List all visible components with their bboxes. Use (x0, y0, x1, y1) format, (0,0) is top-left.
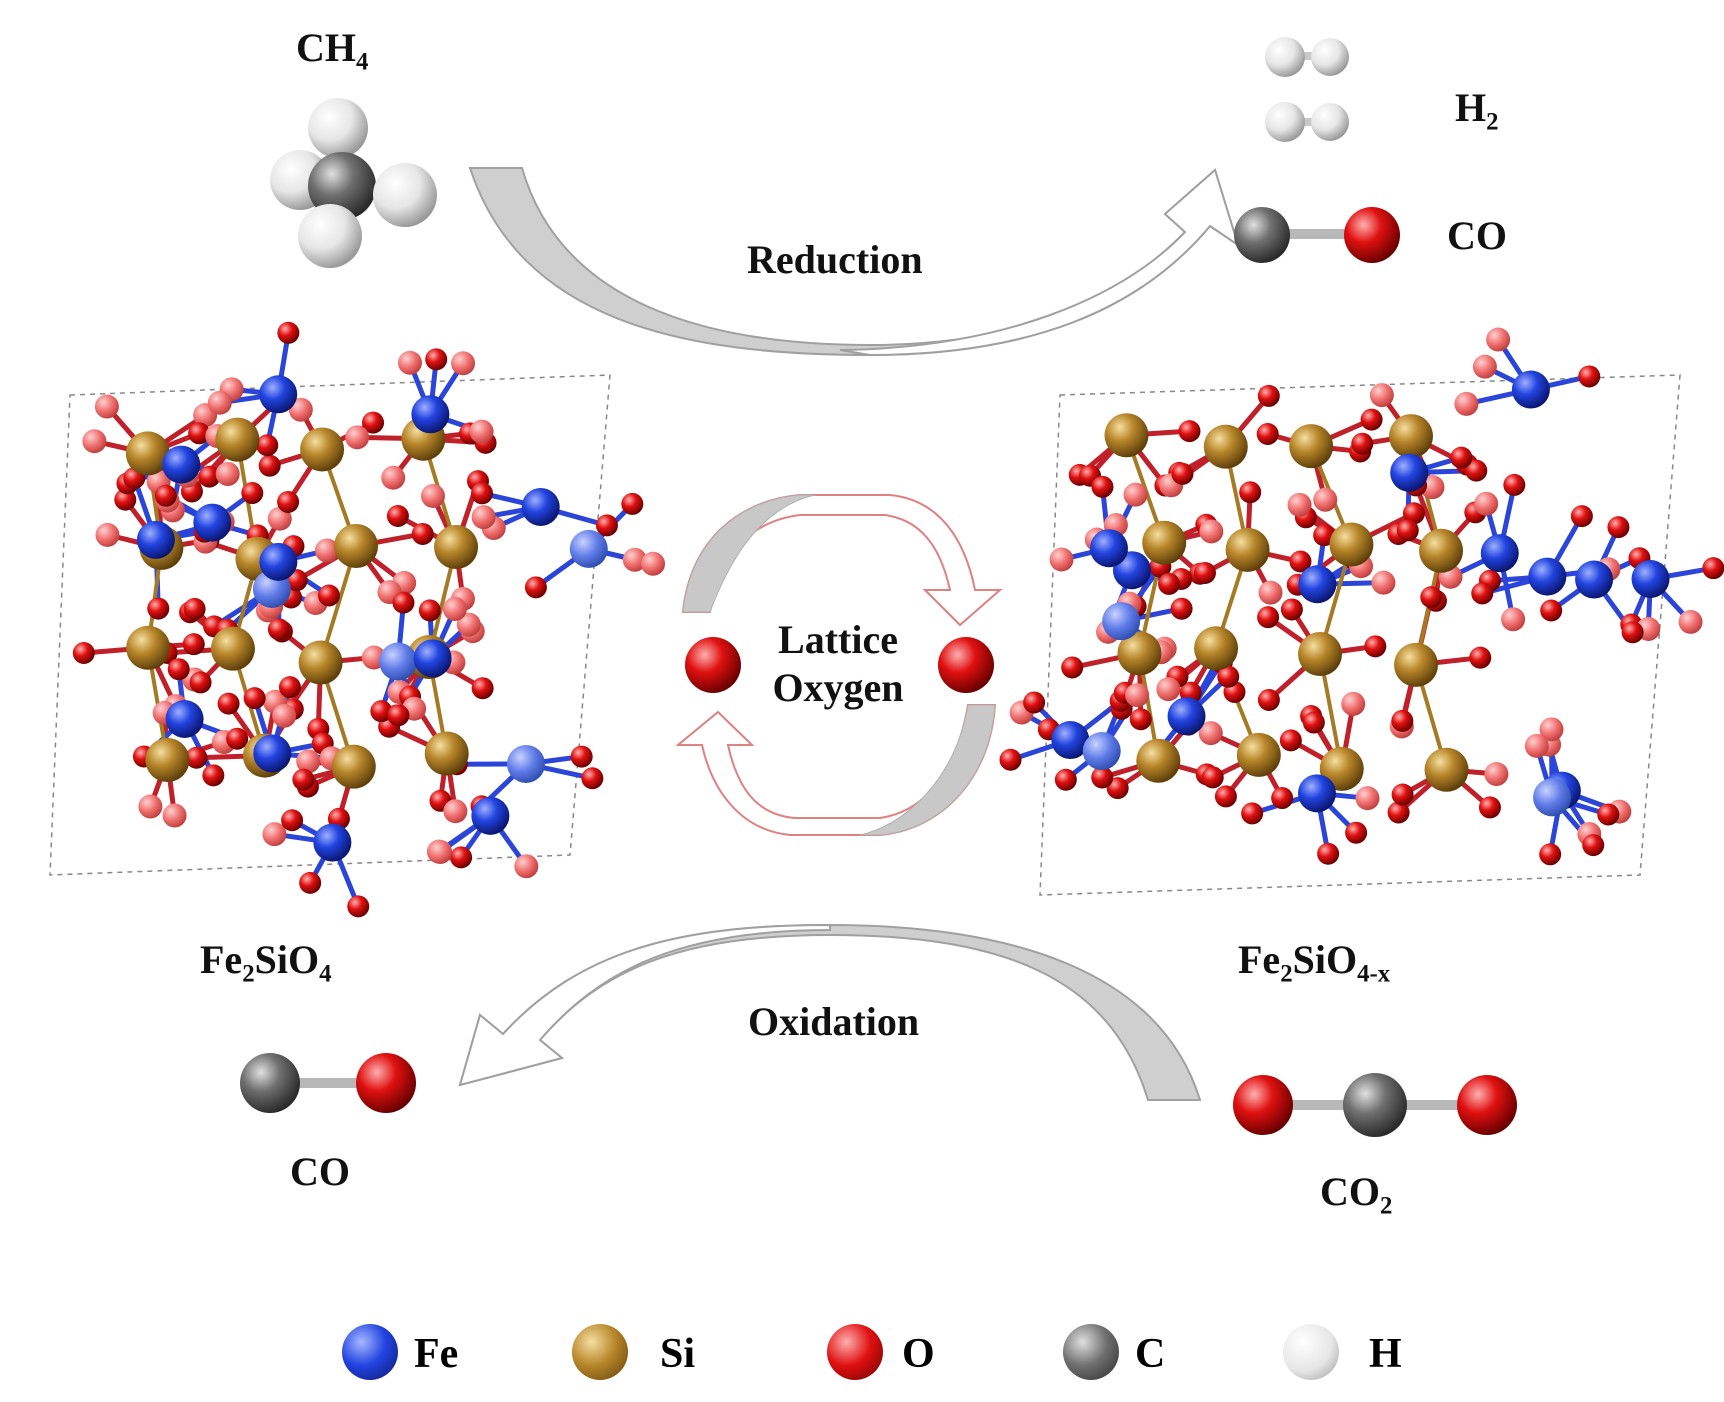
h2-molecules (1265, 37, 1349, 142)
reduction-arrow (468, 167, 1240, 357)
left-crystal-oxygen-atoms (72, 321, 666, 918)
h-atom-icon (1283, 1324, 1339, 1380)
left-crystal-fe-atoms (136, 375, 608, 862)
h2-label: H2 (1455, 85, 1499, 136)
ch4-label: CH4 (296, 25, 369, 76)
lattice-oxygen-label: Lattice Oxygen (772, 617, 904, 710)
co-molecule-bottom (240, 1053, 416, 1113)
co-bottom-label: CO (290, 1149, 350, 1194)
fe2sio4-crystal-structure (49, 321, 666, 918)
si-atom-icon (572, 1324, 628, 1380)
left-crystal-unit-cell (49, 374, 611, 876)
reduction-label: Reduction (747, 237, 923, 282)
co-molecule-top (1234, 207, 1400, 263)
oxidation-label: Oxidation (748, 999, 920, 1044)
c-atom-icon (1063, 1324, 1119, 1380)
lattice-cycle-arrows (675, 494, 1003, 836)
co-top-label: CO (1447, 213, 1507, 258)
right-crystal-oxygen-atoms (999, 327, 1724, 866)
oxidation-arrow (458, 923, 1202, 1101)
o-atom-icon (827, 1324, 883, 1380)
right-crystal-unit-cell (1039, 374, 1681, 896)
fe2sio4-x-label: Fe2SiO4-x (1238, 937, 1391, 988)
fe-atom-icon (342, 1324, 398, 1380)
right-crystal-si-atoms (1104, 413, 1469, 792)
fe2sio4-label: Fe2SiO4 (200, 937, 332, 988)
co2-molecule (1233, 1073, 1517, 1137)
ch4-molecule (270, 98, 437, 268)
co2-label: CO2 (1320, 1169, 1393, 1220)
fe2sio4-x-crystal-structure (999, 327, 1724, 896)
right-crystal-fe-atoms (1051, 370, 1670, 817)
